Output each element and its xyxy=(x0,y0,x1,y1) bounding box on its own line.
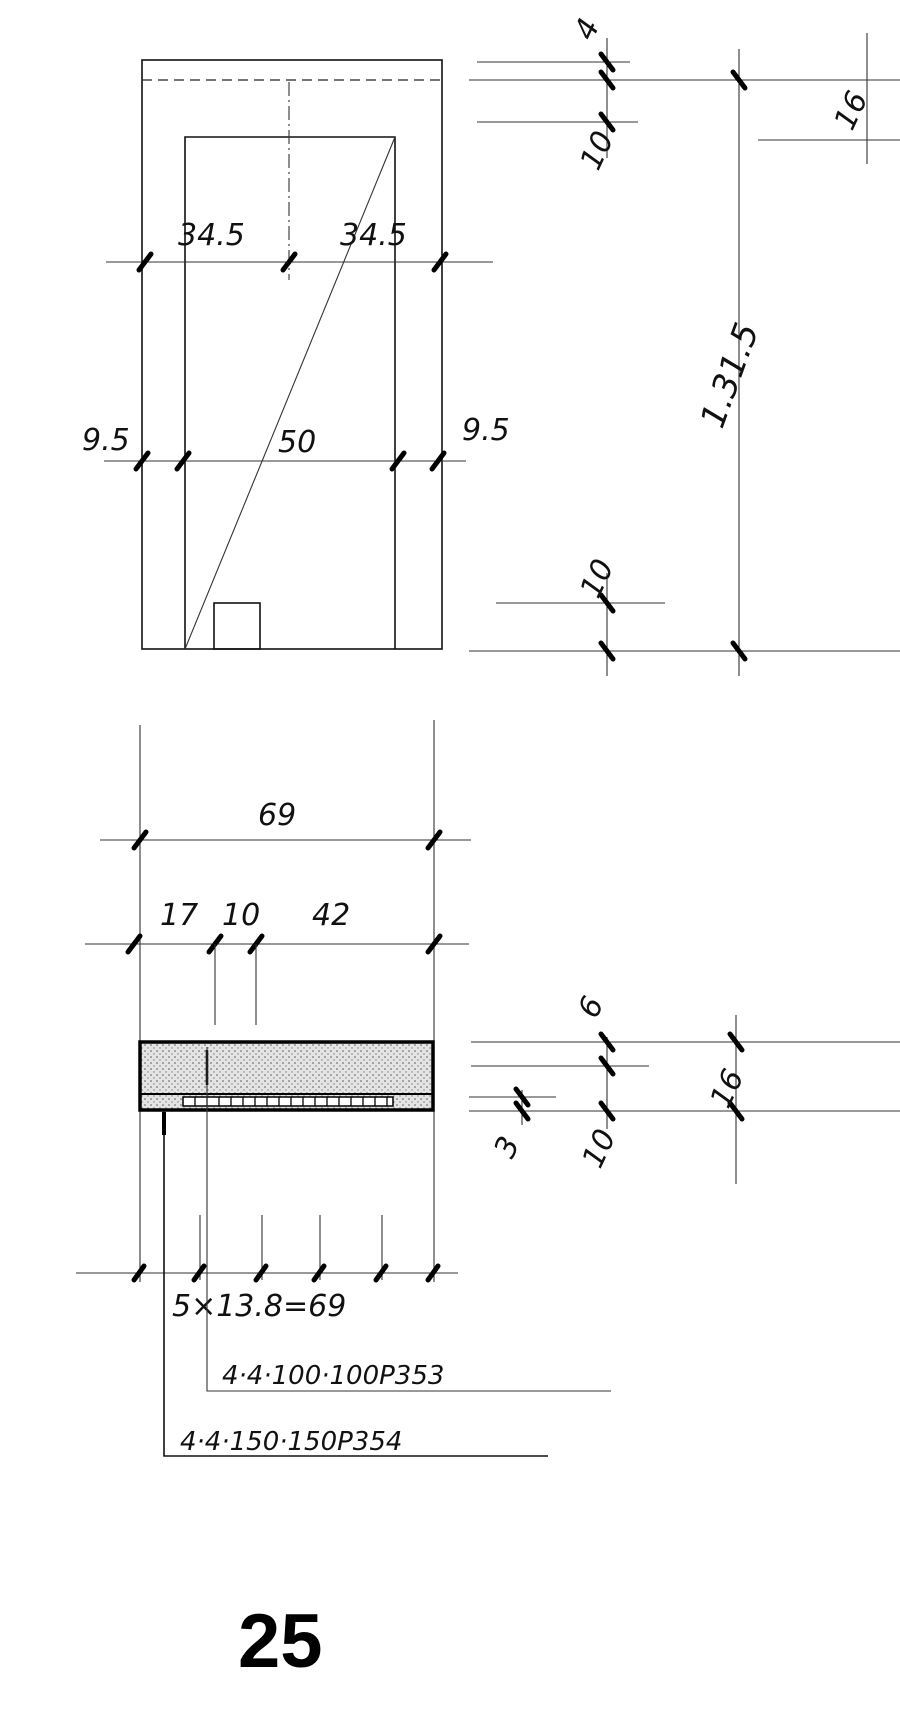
page-number: 25 xyxy=(238,1599,323,1684)
rebar-mesh xyxy=(182,1096,394,1107)
small-block xyxy=(213,602,261,650)
dim-label: 9.5 xyxy=(462,413,510,448)
inner-opening xyxy=(184,136,396,649)
dim-label: 10 xyxy=(574,554,622,603)
diagonal-line xyxy=(184,136,396,650)
dim-label: 42 xyxy=(312,898,350,933)
dim-label: 10 xyxy=(222,898,260,933)
mesh-label: 4·4·150·150P354 xyxy=(180,1427,402,1457)
dim-label: 16 xyxy=(704,1064,752,1113)
dim-label: 10 xyxy=(576,1124,624,1173)
dim-label: 16 xyxy=(828,86,876,135)
dim-label: 17 xyxy=(160,898,198,933)
dim-label: 34.5 xyxy=(340,218,407,253)
dim-label: 6 xyxy=(572,991,612,1023)
height-dim-label: 1.31.5 xyxy=(693,318,768,433)
section-view: 69 17 10 42 6 10 3 16 xyxy=(76,720,900,1457)
mesh-label: 4·4·100·100P353 xyxy=(222,1361,444,1391)
dim-label: 34.5 xyxy=(178,218,245,253)
plan-view: 34.5 34.5 9.5 50 9.5 4 10 10 16 1.31.5 xyxy=(82,13,900,676)
dim-label: 4 xyxy=(568,13,608,45)
leader-line xyxy=(206,1047,611,1392)
dim-label: 9.5 xyxy=(82,423,130,458)
dim-label: 69 xyxy=(258,798,296,833)
spacing-note: 5×13.8=69 xyxy=(172,1289,346,1324)
dim-label: 50 xyxy=(278,425,316,460)
dim-label: 10 xyxy=(574,126,622,175)
leader-line xyxy=(163,1110,548,1457)
outer-outline xyxy=(141,59,443,650)
dim-label: 3 xyxy=(488,1131,528,1163)
